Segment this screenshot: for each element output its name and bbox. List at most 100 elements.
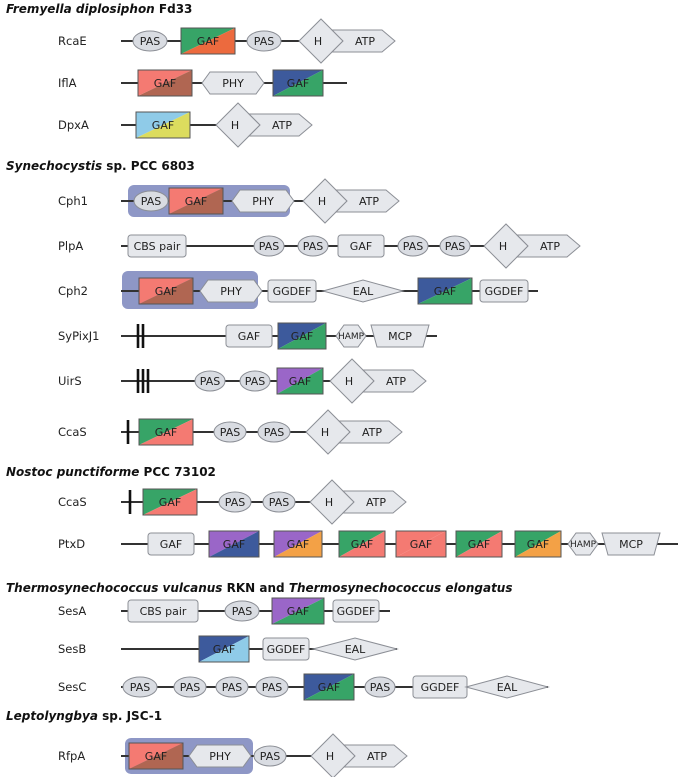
domain-label: PAS: [141, 195, 161, 208]
domain-label: GAF: [287, 77, 309, 90]
pas-domain: [215, 676, 249, 698]
domain-label: GGDEF: [337, 605, 376, 618]
mcp-domain: [601, 532, 661, 556]
pas-domain: [132, 30, 168, 52]
protein-name: Cph1: [58, 194, 88, 208]
gaf-domain: [198, 635, 250, 663]
pas-domain: [133, 190, 169, 212]
domain-label: PHY: [220, 285, 242, 298]
atpase-domain: [330, 29, 396, 53]
gaf-lower-half: [272, 598, 324, 624]
domain-label: PAS: [200, 375, 220, 388]
gaf-lower-half: [129, 743, 183, 769]
domain-label: GAF: [468, 538, 490, 551]
protein-name: SyPixJ1: [58, 329, 100, 343]
gaf-domain: [208, 530, 260, 558]
domain-label: PAS: [225, 496, 245, 509]
gaf-domain: [142, 488, 198, 516]
domain-label: GAF: [434, 285, 456, 298]
gaf-lower-half: [304, 674, 354, 700]
domain-label: PAS: [232, 605, 252, 618]
protein-name: DpxA: [58, 118, 89, 132]
species-header: Leptolyngbya sp. JSC-1: [6, 709, 162, 723]
gaf-domain: [276, 367, 324, 395]
gaf-domain: [138, 277, 194, 305]
species-header-part: Thermosynechococcus elongatus: [289, 581, 513, 595]
eal-domain: [311, 637, 399, 661]
domain-label: PAS: [254, 35, 274, 48]
domain-box: [225, 324, 273, 348]
pas-domain: [262, 491, 296, 513]
gaf-lower-half: [273, 70, 323, 96]
domain-label: GAF: [289, 375, 311, 388]
protein-name: CcaS: [58, 425, 87, 439]
gaf-lower-half: [199, 636, 249, 662]
domain-label: GAF: [197, 35, 219, 48]
pas-domain: [439, 235, 471, 257]
domain-label: H: [231, 119, 239, 132]
domain-label: H: [314, 35, 322, 48]
gaf-domain: [271, 597, 325, 625]
gaf-domain: [137, 69, 193, 97]
hamp-domain: [567, 532, 599, 556]
domain-label: PAS: [180, 681, 200, 694]
domain-label: GAF: [159, 496, 181, 509]
domain-label: HAMP: [338, 332, 365, 342]
domain-label: EAL: [353, 285, 374, 298]
domain-box: [332, 599, 380, 623]
domain-label: PAS: [245, 375, 265, 388]
domain-box: [127, 599, 199, 623]
domain-label: H: [326, 750, 334, 763]
protein-name: SesC: [58, 680, 86, 694]
domain-label: PHY: [222, 77, 244, 90]
domain-label: PAS: [262, 681, 282, 694]
protein-name: PlpA: [58, 239, 83, 253]
domain-label: GAF: [287, 538, 309, 551]
domain-label: PAS: [259, 240, 279, 253]
domain-label: PAS: [445, 240, 465, 253]
atpase-domain: [515, 234, 581, 258]
atpase-domain: [342, 744, 408, 768]
gaf-lower-half: [456, 531, 502, 557]
gaf-domain: [338, 530, 386, 558]
gaf-lower-half: [418, 278, 472, 304]
species-header-part: sp. JSC-1: [98, 709, 162, 723]
pas-domain: [253, 745, 287, 767]
eal-domain: [464, 675, 550, 699]
protein-name: PtxD: [58, 537, 85, 551]
domain-box: [267, 279, 317, 303]
pas-domain: [253, 235, 285, 257]
domain-label: ATP: [272, 119, 292, 132]
domain-label: PAS: [269, 496, 289, 509]
phy-domain: [188, 744, 252, 768]
domain-label: ATP: [386, 375, 406, 388]
domain-label: GGDEF: [421, 681, 460, 694]
species-header-part: Fd33: [155, 2, 193, 16]
domain-label: PAS: [222, 681, 242, 694]
pas-domain: [257, 421, 291, 443]
gaf-lower-half: [169, 188, 223, 214]
domain-label: ATP: [362, 426, 382, 439]
domain-label: PAS: [264, 426, 284, 439]
domain-label: GAF: [152, 119, 174, 132]
domain-label: H: [321, 426, 329, 439]
pas-domain: [239, 370, 271, 392]
species-header: Nostoc punctiforme PCC 73102: [6, 465, 216, 479]
gaf-lower-half: [209, 531, 259, 557]
gaf-lower-half: [139, 278, 193, 304]
domain-label: GGDEF: [273, 285, 312, 298]
species-header: Thermosynechococcus vulcanus RKN and The…: [6, 581, 513, 595]
domain-label: GAF: [318, 681, 340, 694]
domain-label: ATP: [366, 496, 386, 509]
domain-label: GAF: [185, 195, 207, 208]
domain-label: PAS: [140, 35, 160, 48]
domain-label: GAF: [350, 240, 372, 253]
domain-label: PHY: [252, 195, 274, 208]
